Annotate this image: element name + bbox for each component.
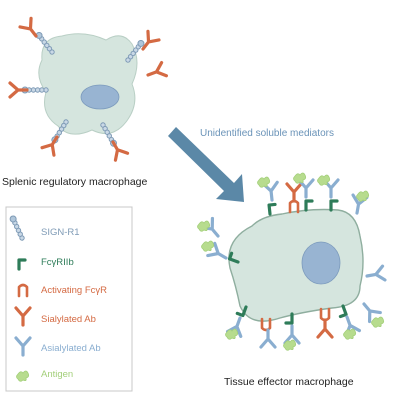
splenic-nucleus <box>80 84 120 110</box>
tissue-receptors-top <box>257 172 370 216</box>
tissue-nucleus <box>301 241 341 285</box>
legend <box>5 206 133 392</box>
legend-frame <box>5 206 133 392</box>
legend-label-fcgriib: FcγRIIb <box>41 257 74 268</box>
splenic-macrophage <box>8 16 168 162</box>
legend-label-antigen: Antigen <box>41 369 74 380</box>
splenic-cell-body <box>38 33 138 135</box>
tissue-cell-body <box>228 208 364 322</box>
tissue-macrophage <box>197 172 387 351</box>
legend-label-sign-r1: SIGN-R1 <box>41 227 80 238</box>
legend-label-asialylated-ab: Asialylated Ab <box>41 343 101 354</box>
splenic-macrophage-label: Splenic regulatory macrophage <box>2 176 148 188</box>
legend-label-sialylated-ab: Sialylated Ab <box>41 314 96 325</box>
tissue-macrophage-label: Tissue effector macrophage <box>224 376 354 388</box>
mediator-arrow <box>168 127 244 202</box>
mediator-arrow-label: Unidentified soluble mediators <box>200 128 334 139</box>
legend-label-activating-fcgr: Activating FcγR <box>41 285 107 296</box>
